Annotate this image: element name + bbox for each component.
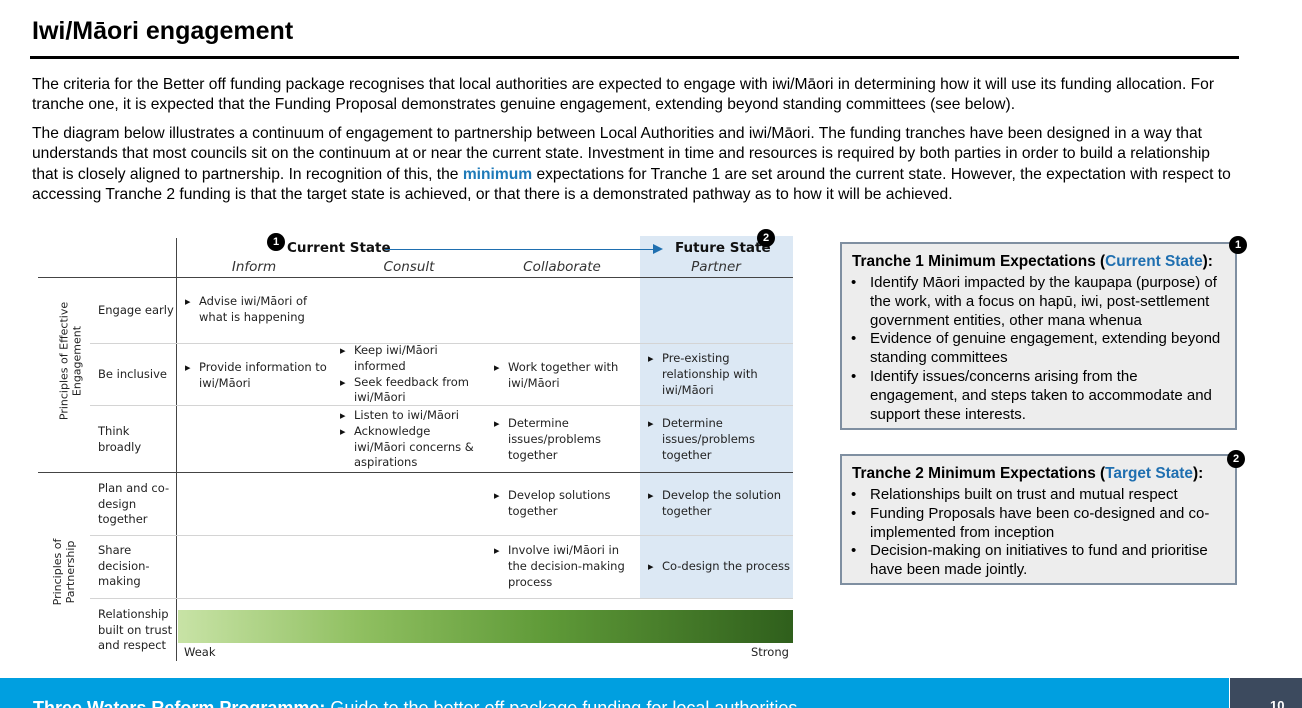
- marker-2-badge: 2: [757, 229, 775, 247]
- tranche2-item: Relationships built on trust and mutual …: [851, 486, 1227, 505]
- continuum-paragraph: The diagram below illustrates a continuu…: [32, 124, 1232, 206]
- tranche2-item: Funding Proposals have been co-designed …: [851, 505, 1227, 543]
- cell-think-collaborate: Determine issues/problems together: [494, 416, 614, 463]
- cell-plan-partner: Develop the solution together: [648, 488, 788, 520]
- page-number-box: 10: [1230, 678, 1302, 708]
- footer-programme-name: Three Waters Reform Programme:: [33, 698, 326, 708]
- cell-item: Involve iwi/Māori in the decision-making…: [494, 543, 629, 590]
- tranche2-list: Relationships built on trust and mutual …: [842, 486, 1235, 580]
- row-think-broadly: Think broadly: [98, 424, 142, 454]
- cell-inclusive-partner: Pre-existing relationship with iwi/Māori: [648, 351, 768, 398]
- row-engage-early: Engage early: [98, 303, 174, 317]
- cell-item: Determine issues/problems together: [494, 416, 614, 463]
- current-state-label: Current State: [287, 240, 391, 256]
- cell-item: Advise iwi/Māori of what is happening: [185, 294, 325, 326]
- tranche1-item: Identify Māori impacted by the kaupapa (…: [851, 274, 1227, 330]
- column-collaborate: Collaborate: [523, 259, 601, 275]
- header-divider: [38, 277, 793, 278]
- cell-item: Seek feedback from iwi/Māori: [340, 375, 472, 407]
- cell-item: Keep iwi/Māori informed: [340, 343, 472, 375]
- column-inform: Inform: [231, 259, 277, 275]
- tranche1-title-accent: Current State: [1105, 253, 1203, 270]
- page-number: 10: [1270, 698, 1285, 708]
- page-title: Iwi/Māori engagement: [32, 17, 294, 45]
- group-divider: [38, 472, 793, 473]
- relationship-strength-gradient: [178, 610, 793, 643]
- cell-inclusive-collaborate: Work together with iwi/Māori: [494, 360, 634, 392]
- row-be-inclusive: Be inclusive: [98, 367, 167, 381]
- scale-weak-label: Weak: [184, 645, 216, 659]
- effective-engagement-group-label: Principles of Effective Engagement: [57, 301, 84, 421]
- column-consult: Consult: [383, 259, 435, 275]
- tranche1-title: Tranche 1 Minimum Expectations (Current …: [852, 253, 1235, 271]
- tranche2-title-accent: Target State: [1105, 465, 1193, 482]
- title-rule: [30, 56, 1239, 59]
- tranche1-item: Evidence of genuine engagement, extendin…: [851, 330, 1227, 368]
- row-share-decision: Share decision-making: [98, 543, 150, 588]
- tranche2-item: Decision-making on initiatives to fund a…: [851, 542, 1227, 580]
- cell-inclusive-inform: Provide information to iwi/Māori: [185, 360, 330, 392]
- cell-item: Work together with iwi/Māori: [494, 360, 634, 392]
- tranche2-expectations-box: Tranche 2 Minimum Expectations (Target S…: [840, 454, 1237, 585]
- tranche1-title-start: Tranche 1 Minimum Expectations (: [852, 253, 1106, 270]
- tranche1-title-end: ):: [1202, 253, 1213, 270]
- row-relationship: Relationship built on trust and respect: [98, 607, 173, 652]
- scale-strong-label: Strong: [751, 645, 789, 659]
- cell-item: Pre-existing relationship with iwi/Māori: [648, 351, 768, 398]
- footer-bar: Three Waters Reform Programme: Guide to …: [0, 678, 1229, 708]
- row-plan-codesign: Plan and co-design together: [98, 481, 170, 526]
- footer-guide-title: Guide to the better off package funding …: [325, 698, 798, 708]
- minimum-highlight: minimum: [462, 165, 533, 183]
- tranche1-item: Identify issues/concerns arising from th…: [851, 368, 1227, 424]
- cell-item: Provide information to iwi/Māori: [185, 360, 330, 392]
- engagement-continuum-diagram: 1 Current State Future State 2 Inform Co…: [38, 229, 796, 661]
- marker-1-badge: 1: [267, 233, 285, 251]
- footer-text: Three Waters Reform Programme: Guide to …: [33, 698, 797, 708]
- cell-think-consult: Listen to iwi/Māori Acknowledge iwi/Māor…: [340, 408, 480, 471]
- cell-item: Listen to iwi/Māori: [340, 408, 480, 424]
- tranche1-marker-badge: 1: [1229, 236, 1247, 254]
- paragraph-text-start: The diagram below illustrates a continuu…: [32, 125, 1210, 183]
- cell-item: Co-design the process: [648, 559, 793, 575]
- cell-share-partner: Co-design the process: [648, 559, 793, 575]
- cell-item: Determine issues/problems together: [648, 416, 768, 463]
- tranche1-list: Identify Māori impacted by the kaupapa (…: [842, 274, 1235, 424]
- cell-item: Develop solutions together: [494, 488, 614, 520]
- continuum-arrow-head: [653, 244, 663, 254]
- label-column-divider: [176, 238, 177, 661]
- cell-plan-collaborate: Develop solutions together: [494, 488, 614, 520]
- partnership-group-label: Principles of Partnership: [51, 538, 77, 606]
- tranche2-title-start: Tranche 2 Minimum Expectations (: [852, 465, 1106, 482]
- tranche2-title: Tranche 2 Minimum Expectations (Target S…: [852, 465, 1235, 483]
- cell-think-partner: Determine issues/problems together: [648, 416, 768, 463]
- cell-item: Develop the solution together: [648, 488, 788, 520]
- tranche2-title-end: ):: [1192, 465, 1204, 482]
- row-divider: [90, 535, 793, 536]
- tranche1-expectations-box: Tranche 1 Minimum Expectations (Current …: [840, 242, 1237, 430]
- column-partner: Partner: [691, 259, 741, 275]
- row-divider: [90, 598, 793, 599]
- tranche2-marker-badge: 2: [1227, 450, 1245, 468]
- cell-engage-inform: Advise iwi/Māori of what is happening: [185, 294, 325, 326]
- intro-paragraph: The criteria for the Better off funding …: [32, 76, 1215, 114]
- cell-item: Acknowledge iwi/Māori concerns & aspirat…: [340, 424, 480, 471]
- paragraph-text-end: expectations for Tranche 1 are set aroun…: [32, 165, 1231, 204]
- future-state-label: Future State: [675, 240, 771, 256]
- cell-inclusive-consult: Keep iwi/Māori informed Seek feedback fr…: [340, 343, 472, 406]
- continuum-arrow-line: [385, 249, 655, 250]
- cell-share-collaborate: Involve iwi/Māori in the decision-making…: [494, 543, 629, 590]
